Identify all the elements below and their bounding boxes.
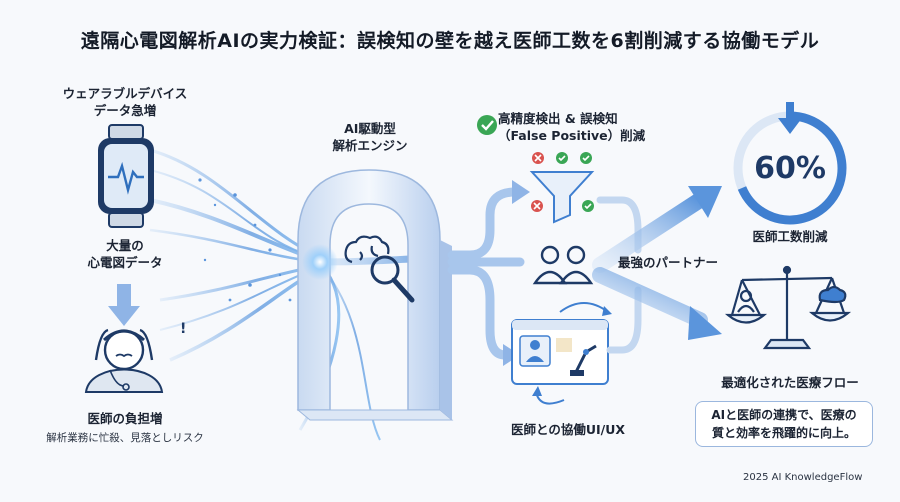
detect-label-line2: （False Positive）削減 <box>498 128 646 143</box>
reduction-percent: 60% <box>754 151 826 186</box>
ecg-data-label: 大量の 心電図データ <box>55 237 195 271</box>
burden-title: 医師の負担増 <box>87 411 163 426</box>
ui-window-icon <box>511 302 612 405</box>
check-badge-icon <box>477 115 497 135</box>
right-connectors <box>596 196 642 354</box>
uiux-label: 医師との協働UI/UX <box>510 422 626 437</box>
footer-credit: 2025 AI KnowledgeFlow <box>743 472 863 483</box>
exclaim-mark: ! <box>180 321 186 337</box>
detect-label: 高精度検出 & 誤検知 （False Positive）削減 <box>498 110 648 144</box>
reduction-label: 医師工数削減 <box>752 229 828 244</box>
detect-label-line1: 高精度検出 & 誤検知 <box>498 111 618 126</box>
gauge-down-arrow-icon <box>778 102 802 134</box>
summary-note: AIと医師の連携で、医療の 質と効率を飛躍的に向上。 <box>695 401 873 447</box>
down-arrow-icon <box>108 284 140 326</box>
balance-scale-icon <box>724 265 852 350</box>
big-arrows <box>592 186 722 340</box>
wearable-label-line2: データ急増 <box>93 103 157 118</box>
brain-search-icon <box>344 235 415 303</box>
partners-icon <box>532 245 594 285</box>
ecg-data-label-line1: 大量の <box>106 238 144 253</box>
burden-subtitle: 解析業務に忙殺、見落としリスク <box>46 432 204 444</box>
wearable-label-line1: ウェアラブルデバイス <box>62 86 188 101</box>
stream-particles <box>198 178 292 302</box>
summary-note-line1: AIと医師の連携で、医療の <box>711 408 857 422</box>
flow-label: 最適化された医療フロー <box>721 375 859 390</box>
partner-label: 最強のパートナー <box>617 255 718 270</box>
summary-note-line2: 質と効率を飛躍的に向上。 <box>711 426 856 440</box>
stressed-doctor-icon <box>84 328 164 393</box>
ecg-data-label-line2: 心電図データ <box>87 255 163 270</box>
ai-engine-arch <box>296 169 454 421</box>
funnel-icon <box>529 152 595 224</box>
smartwatch-icon <box>98 124 154 228</box>
engine-label-line2: 解析エンジン <box>332 138 408 153</box>
wearable-label: ウェアラブルデバイス データ急増 <box>40 85 210 119</box>
page-title: 遠隔心電図解析AIの実力検証：誤検知の壁を越え医師工数を6割削減する協働モデル <box>80 30 820 52</box>
engine-label: AI駆動型 解析エンジン <box>300 120 440 154</box>
engine-label-line1: AI駆動型 <box>344 121 396 136</box>
branch-arrows <box>447 187 525 360</box>
